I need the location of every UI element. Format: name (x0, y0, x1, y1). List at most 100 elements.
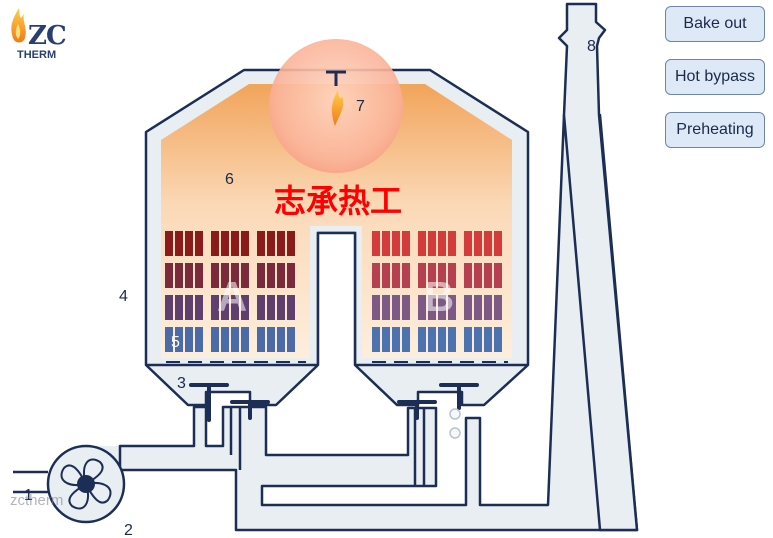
bed-b-block (438, 231, 446, 256)
logo-flame-icon (11, 8, 26, 43)
bed-a-block (267, 263, 275, 288)
bed-a-block (221, 263, 229, 288)
bed-a-block (185, 327, 193, 352)
chamber-b-label: B (424, 273, 454, 320)
bed-a-block (231, 231, 239, 256)
bed-a-block (195, 295, 203, 320)
bed-a-block (165, 327, 173, 352)
bed-b-block (484, 327, 492, 352)
bed-a-block (277, 263, 285, 288)
hot-bypass-button[interactable]: Hot bypass (665, 59, 765, 95)
bed-b-block (382, 231, 390, 256)
bed-b-block (402, 327, 410, 352)
oxidizer-chamber (144, 68, 530, 407)
bed-b-block (428, 295, 436, 320)
bed-a-block (241, 295, 249, 320)
bed-b-block (418, 231, 426, 256)
purge-bubbles (449, 408, 461, 439)
bed-a-block (287, 327, 295, 352)
bed-b-block (464, 231, 472, 256)
bed-b-block (474, 263, 482, 288)
fan-icon (13, 444, 126, 524)
bed-b-block (428, 263, 436, 288)
logo-mark: ZC (28, 21, 67, 51)
bed-b-block (464, 295, 472, 320)
bed-a-block (267, 327, 275, 352)
bed-b-block (402, 263, 410, 288)
bed-b-block (402, 295, 410, 320)
bed-b-block (494, 295, 502, 320)
bed-a-block (267, 295, 275, 320)
bed-a-block (195, 231, 203, 256)
bed-a-block (165, 263, 173, 288)
bed-b-block (474, 327, 482, 352)
bed-a-block (257, 263, 265, 288)
bed-b-block (484, 231, 492, 256)
bed-a-block (175, 231, 183, 256)
bed-a-block (257, 231, 265, 256)
watermark: zctherm (10, 492, 64, 509)
bed-b-block (494, 327, 502, 352)
bed-a-block (211, 327, 219, 352)
bed-a-block (221, 327, 229, 352)
bed-a-block (221, 295, 229, 320)
bed-a-block (175, 295, 183, 320)
bed-b-block (392, 295, 400, 320)
label-4: 4 (119, 288, 128, 305)
bed-a-block (241, 263, 249, 288)
bed-b-block (484, 295, 492, 320)
bed-a-block (287, 231, 295, 256)
bed-b-block (428, 327, 436, 352)
bed-a-block (287, 295, 295, 320)
bed-a-block (277, 327, 285, 352)
bed-a-block (211, 231, 219, 256)
bed-b-block (372, 263, 380, 288)
bed-a-block (221, 231, 229, 256)
bed-a-block (211, 263, 219, 288)
bed-b-block (438, 263, 446, 288)
bed-b-block (484, 263, 492, 288)
label-7: 7 (356, 98, 365, 115)
bed-a-block (185, 263, 193, 288)
bed-a-block (211, 295, 219, 320)
ceramic-media-beds (165, 231, 502, 352)
bed-a-block (277, 231, 285, 256)
bed-b-block (494, 263, 502, 288)
bed-a-block (231, 295, 239, 320)
bed-b-block (392, 263, 400, 288)
bed-a-block (267, 231, 275, 256)
bed-b-block (448, 231, 456, 256)
label-3: 3 (177, 375, 186, 392)
bed-a-block (241, 231, 249, 256)
bed-a-block (257, 327, 265, 352)
bed-b-block (464, 263, 472, 288)
bed-a-block (165, 231, 173, 256)
bed-a-block (165, 295, 173, 320)
bed-a-block (287, 263, 295, 288)
bed-b-block (382, 295, 390, 320)
bed-a-block (185, 295, 193, 320)
label-1: 1 (24, 487, 33, 504)
bed-b-block (372, 295, 380, 320)
bed-b-block (418, 295, 426, 320)
bed-a-block (257, 295, 265, 320)
bed-b-block (438, 295, 446, 320)
bed-b-block (392, 231, 400, 256)
bed-b-block (438, 327, 446, 352)
bed-b-block (382, 263, 390, 288)
bake-out-button[interactable]: Bake out (665, 6, 765, 42)
bed-a-block (185, 231, 193, 256)
bed-b-block (372, 231, 380, 256)
bed-a-block (231, 327, 239, 352)
label-6: 6 (225, 171, 234, 188)
duct-network (95, 113, 639, 532)
bed-b-block (418, 327, 426, 352)
bed-b-block (464, 327, 472, 352)
bed-b-block (402, 231, 410, 256)
preheating-button[interactable]: Preheating (665, 112, 765, 148)
bed-b-block (448, 327, 456, 352)
bed-b-block (382, 327, 390, 352)
label-8: 8 (587, 38, 596, 55)
bed-b-block (494, 231, 502, 256)
